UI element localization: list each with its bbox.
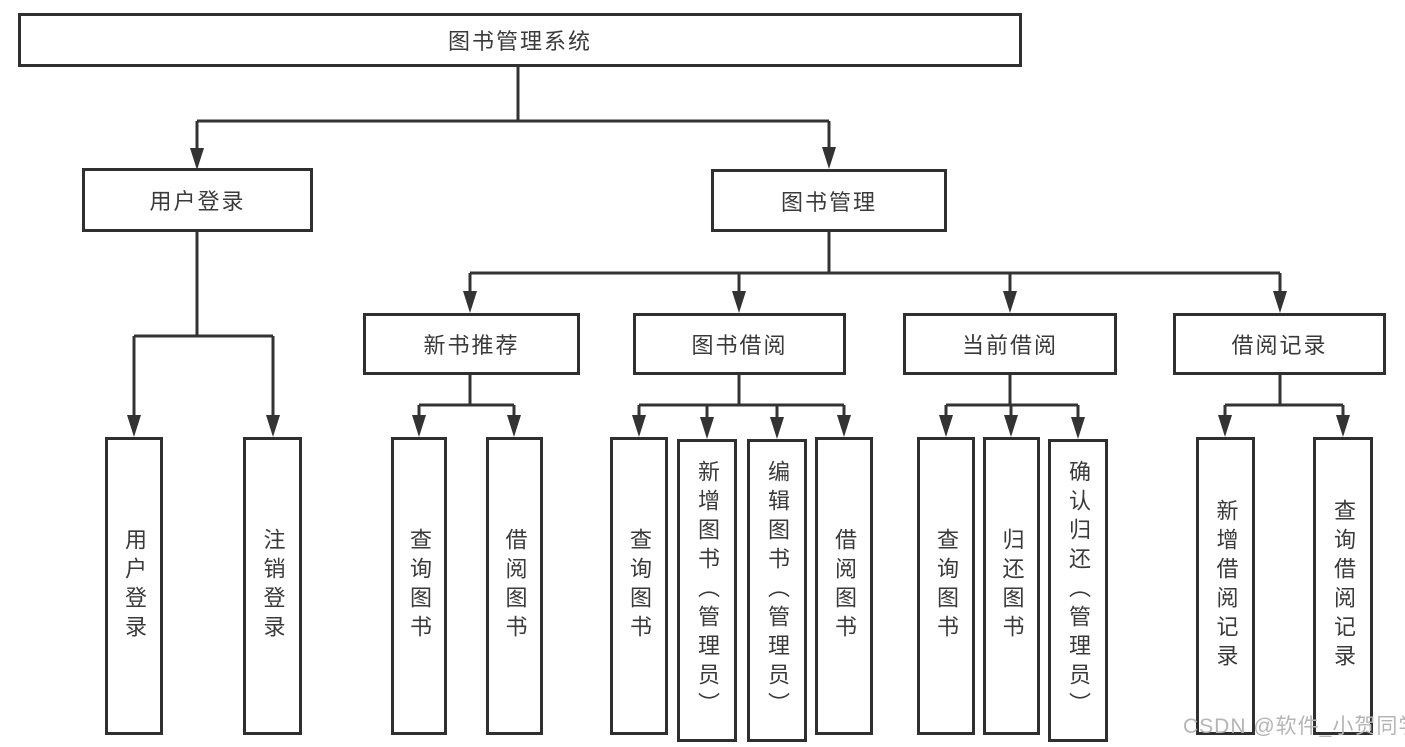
leaf-query-books-borrowing: 查询图书 [610, 437, 668, 735]
watermark: CSDN @软件_小贺同学 [1183, 715, 1405, 738]
leaf-edit-books-admin: 编辑图书（管理员） [747, 439, 807, 742]
node-user-login: 用户登录 [82, 168, 313, 232]
leaf-confirm-return-admin: 确认归还（管理员） [1048, 439, 1108, 742]
leaf-add-books-admin: 新增图书（管理员） [677, 439, 737, 742]
leaf-logout: 注销登录 [243, 437, 302, 735]
leaf-user-login: 用户登录 [105, 437, 163, 735]
leaf-query-books-recommend: 查询图书 [391, 437, 447, 735]
node-book-borrowing: 图书借阅 [633, 313, 846, 375]
node-new-book-recommend: 新书推荐 [363, 313, 580, 375]
node-root: 图书管理系统 [18, 13, 1022, 67]
leaf-add-borrow-record: 新增借阅记录 [1196, 437, 1255, 735]
leaf-query-books-current: 查询图书 [917, 437, 975, 735]
node-book-management: 图书管理 [711, 169, 947, 232]
arrowheads [127, 147, 1350, 439]
leaf-query-borrow-record: 查询借阅记录 [1313, 437, 1373, 735]
leaf-return-books: 归还图书 [983, 437, 1040, 735]
leaf-borrow-books-recommend: 借阅图书 [486, 437, 543, 735]
node-current-borrowing: 当前借阅 [903, 313, 1117, 375]
leaf-borrow-books-borrowing: 借阅图书 [815, 437, 873, 735]
node-borrowing-records: 借阅记录 [1173, 313, 1386, 375]
